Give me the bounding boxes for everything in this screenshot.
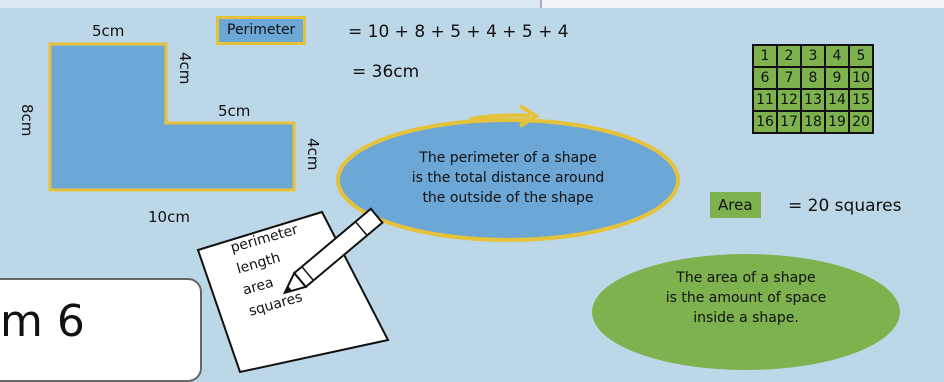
perimeter-definition-line: the outside of the shape xyxy=(422,190,594,206)
label-bottom: 10cm xyxy=(148,208,190,226)
pencil-icon xyxy=(282,207,384,295)
grid-cell: 8 xyxy=(800,66,826,90)
perimeter-result: = 36cm xyxy=(352,62,420,82)
area-value: = 20 squares xyxy=(788,196,902,216)
label-left: 8cm xyxy=(18,104,36,137)
perimeter-equation: = 10 + 8 + 5 + 4 + 5 + 4 xyxy=(348,22,569,42)
label-top: 5cm xyxy=(92,22,125,40)
perimeter-label-box: Perimeter xyxy=(216,16,307,45)
label-inner-vertical: 4cm xyxy=(176,52,194,85)
perimeter-bubble xyxy=(336,118,680,242)
grid-cell: 19 xyxy=(824,110,850,134)
card-text: m 6 xyxy=(0,296,85,347)
top-tab xyxy=(540,0,944,8)
grid-cell: 5 xyxy=(848,44,874,68)
grid-row: 6 7 8 9 10 xyxy=(752,66,874,90)
perimeter-definition: The perimeter of a shape is the total di… xyxy=(358,148,658,208)
grid-cell: 14 xyxy=(824,88,850,112)
area-definition-line: inside a shape. xyxy=(693,310,799,326)
title-card xyxy=(0,278,202,382)
grid-cell: 20 xyxy=(848,110,874,134)
area-label-box: Area xyxy=(710,192,761,218)
grid-cell: 1 xyxy=(752,44,778,68)
label-right: 4cm xyxy=(304,138,322,171)
grid-cell: 12 xyxy=(776,88,802,112)
perimeter-definition-line: The perimeter of a shape xyxy=(419,150,597,166)
area-definition-line: The area of a shape xyxy=(676,270,816,286)
area-definition-line: is the amount of space xyxy=(665,290,827,306)
grid-row: 1 2 3 4 5 xyxy=(752,44,874,68)
grid-row: 16 17 18 19 20 xyxy=(752,110,874,134)
area-bubble xyxy=(592,254,900,370)
grid-cell: 6 xyxy=(752,66,778,90)
label-inner-horizontal: 5cm xyxy=(218,102,251,120)
grid-cell: 15 xyxy=(848,88,874,112)
area-grid: 1 2 3 4 5 6 7 8 9 10 11 12 13 14 15 16 1… xyxy=(752,44,874,134)
grid-cell: 7 xyxy=(776,66,802,90)
grid-cell: 16 xyxy=(752,110,778,134)
perimeter-arrowhead xyxy=(518,104,540,128)
area-definition: The area of a shape is the amount of spa… xyxy=(620,268,872,328)
grid-cell: 2 xyxy=(776,44,802,68)
grid-cell: 9 xyxy=(824,66,850,90)
grid-cell: 17 xyxy=(776,110,802,134)
l-shape xyxy=(48,42,296,192)
grid-row: 11 12 13 14 15 xyxy=(752,88,874,112)
perimeter-definition-line: is the total distance around xyxy=(411,170,605,186)
grid-cell: 4 xyxy=(824,44,850,68)
grid-cell: 13 xyxy=(800,88,826,112)
grid-cell: 10 xyxy=(848,66,874,90)
perimeter-arrow xyxy=(469,113,531,121)
grid-cell: 18 xyxy=(800,110,826,134)
grid-cell: 3 xyxy=(800,44,826,68)
grid-cell: 11 xyxy=(752,88,778,112)
top-strip xyxy=(0,0,944,8)
